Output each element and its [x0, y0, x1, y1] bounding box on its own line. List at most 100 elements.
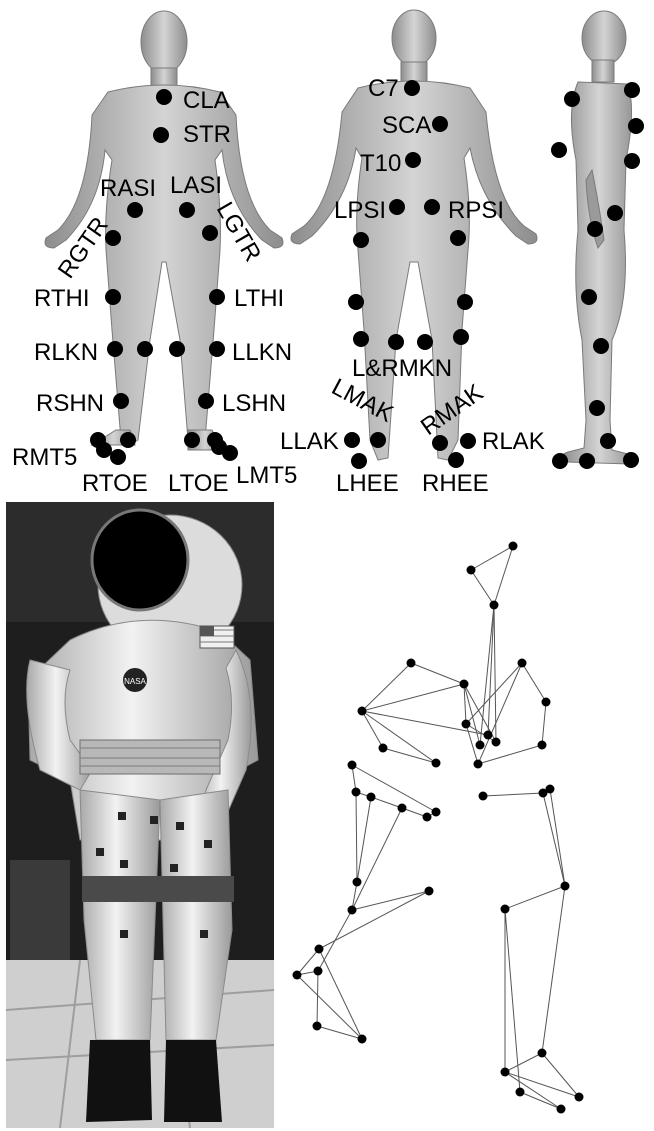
marker-rthi [105, 289, 121, 305]
skeleton-segment-48 [542, 886, 565, 1053]
skeleton-node-k1 [425, 887, 434, 896]
label-rlkn: RLKN [34, 339, 98, 366]
label-lhee: LHEE [336, 470, 399, 497]
skeleton-segment-49 [505, 909, 520, 1092]
skeleton-segment-50 [505, 1072, 561, 1109]
skeleton-node-ls1 [407, 659, 416, 668]
marker-str [153, 127, 169, 143]
label-str: STR [183, 121, 231, 148]
marker-s13 [579, 453, 595, 469]
skeleton-node-a1 [293, 971, 302, 980]
marker-lpsi [389, 199, 405, 215]
marker-rasi [127, 202, 143, 218]
label-rlak: RLAK [482, 428, 545, 455]
marker-lasi [179, 202, 195, 218]
marker-lshn [198, 393, 214, 409]
marker-lthi-b2 [348, 294, 364, 310]
label-llak: LLAK [280, 428, 339, 455]
spacesuit-photo: NASA [6, 502, 274, 1128]
skeleton-node-lh1 [379, 744, 388, 753]
skeleton-segment-9 [362, 711, 436, 763]
skeleton-node-rs2 [542, 698, 551, 707]
skeleton-node-p1 [348, 761, 357, 770]
marker-lthi-b [353, 232, 369, 248]
marker-s14 [623, 452, 639, 468]
marker-s1 [564, 91, 580, 107]
skeleton-segment-32 [352, 808, 402, 910]
marker-rlak [460, 433, 476, 449]
skeleton-node-k2 [348, 906, 357, 915]
skeleton-segment-17 [542, 702, 546, 745]
label-rthi: RTHI [34, 285, 90, 312]
skeleton-segment-3 [488, 605, 494, 735]
skeleton-segment-29 [357, 797, 371, 882]
label-lshn: LSHN [222, 390, 286, 417]
label-t10: T10 [360, 150, 401, 177]
skeleton-segment-52 [505, 1053, 542, 1072]
skeleton-segment-30 [356, 792, 357, 882]
marker-s12 [552, 453, 568, 469]
skeleton-node-p5 [423, 813, 432, 822]
skeleton-node-ls2 [460, 680, 469, 689]
skeleton-node-f4 [557, 1105, 566, 1114]
label-rmt5: RMT5 [12, 444, 77, 471]
label-lrmkn: L&RMKN [352, 355, 452, 382]
marker-rkn-b [417, 334, 433, 350]
skeleton-segment-33 [483, 793, 543, 796]
marker-s5 [624, 153, 640, 169]
skeleton-node-n1 [484, 731, 493, 740]
skeleton-segment-11 [383, 748, 436, 763]
label-lpsi: LPSI [334, 197, 386, 224]
skeleton-node-rs1 [518, 659, 527, 668]
back-view-body [291, 10, 537, 460]
skeleton-node-k5 [561, 882, 570, 891]
label-rtoe: RTOE [82, 470, 148, 497]
marker-sca [432, 116, 448, 132]
skeleton-node-rh1 [474, 760, 483, 769]
marker-s10 [589, 400, 605, 416]
label-llkn: LLKN [232, 339, 292, 366]
label-c7: C7 [368, 75, 399, 102]
skeleton-segment-36 [550, 789, 565, 886]
label-lmt5: LMT5 [236, 462, 297, 489]
side-view-body [561, 11, 637, 464]
skeleton-node-p4 [398, 804, 407, 813]
marker-rshn [113, 393, 129, 409]
skeleton-node-re [462, 720, 471, 729]
skeleton-segment-6 [411, 663, 464, 684]
marker-s8 [581, 289, 597, 305]
skeleton-segment-25 [371, 797, 402, 808]
label-rgtr: RGTR [53, 212, 114, 283]
marker-llak [344, 432, 360, 448]
marker-s4 [551, 142, 567, 158]
label-sca: SCA [382, 112, 431, 139]
marker-rpsi [424, 199, 440, 215]
skeleton-segment-1 [471, 570, 494, 605]
skeleton-segment-10 [362, 711, 383, 748]
marker-ltoe [184, 432, 200, 448]
skeleton-segment-18 [478, 745, 542, 764]
skeleton-node-q3 [546, 785, 555, 794]
skeleton-node-f3 [516, 1088, 525, 1097]
marker-rthi-b [450, 230, 466, 246]
marker-rlkn-2 [137, 341, 153, 357]
skeleton-node-lw [358, 707, 367, 716]
marker-s6 [607, 205, 623, 221]
label-lasi: LASI [170, 172, 222, 199]
marker-rkn-b2 [453, 329, 469, 345]
marker-s11 [600, 433, 616, 449]
back-view-labels: C7 SCA T10 LPSI RPSI L&RMKN LMAK RMAK LL… [280, 75, 545, 497]
marker-t10 [405, 152, 421, 168]
skeleton-node-p6 [432, 808, 441, 817]
nasa-badge: NASA [124, 677, 146, 686]
marker-rthi-b2 [457, 294, 473, 310]
marker-lmak [370, 432, 386, 448]
skeleton-segment-16 [466, 663, 522, 724]
skeleton-segment-39 [318, 910, 352, 971]
marker-c7 [404, 80, 420, 96]
skeleton-node-h1 [509, 542, 518, 551]
skeleton-plot [293, 542, 584, 1114]
label-rasi: RASI [100, 175, 156, 202]
label-ltoe: LTOE [168, 470, 228, 497]
